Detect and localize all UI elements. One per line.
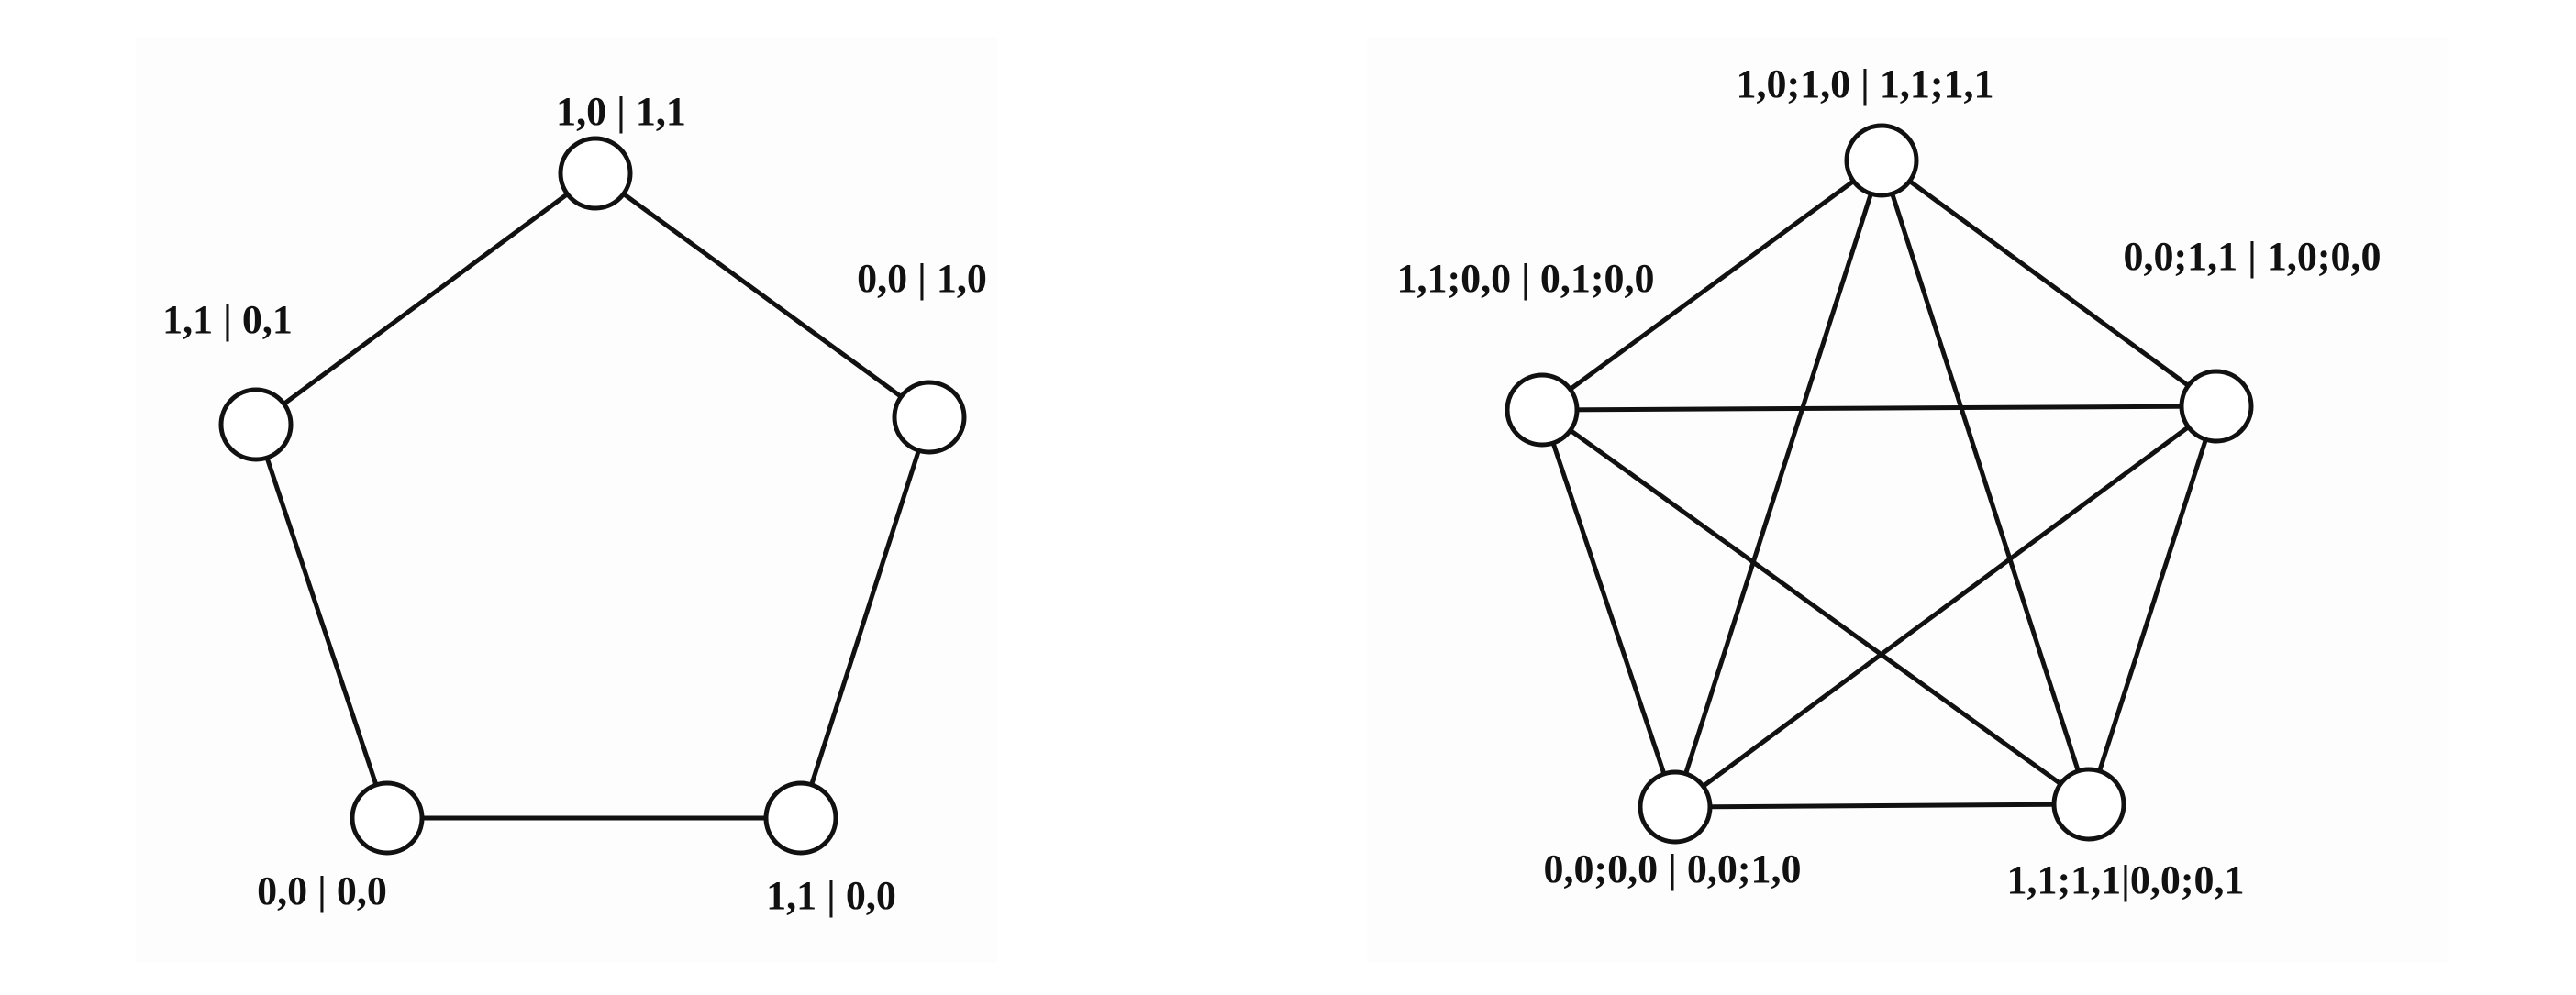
complete-edge-left-to-bottom-right [1539, 407, 2092, 807]
complete-label-bottom-right: 1,1;1,1|0,0;0,1 [2007, 857, 2245, 902]
complete-edge-left-to-right [1539, 404, 2219, 413]
cycle-edge-top-to-right [593, 171, 932, 420]
complete-graph-nodes [1505, 123, 2254, 845]
complete-edge-top-to-bottom-right [1879, 158, 2092, 807]
complete-edge-bottom-right-to-bottom-left [1672, 802, 2092, 810]
complete-node-left [1505, 372, 1580, 448]
cycle-label-top: 1,0 | 1,1 [556, 89, 686, 134]
complete-graph-edges [1539, 158, 2219, 810]
complete-edge-bottom-left-to-left [1539, 407, 1678, 810]
complete-graph-labels: 1,0;1,0 | 1,1;1,1 0,0;1,1 | 1,0;0,0 1,1;… [1397, 61, 2382, 902]
complete-edge-right-to-bottom-right [2086, 404, 2219, 807]
complete-edge-left-to-top [1539, 158, 1884, 413]
right-panel-background [1367, 37, 2449, 963]
complete-node-bottom-left [1638, 769, 1713, 845]
cycle-node-left [218, 387, 294, 462]
cycle-node-right [892, 380, 967, 455]
cycle-label-right: 0,0 | 1,0 [857, 256, 987, 301]
complete-node-top [1844, 123, 1919, 198]
cycle-edge-right-to-bottom-right [798, 415, 932, 821]
complete-node-bottom-right [2051, 767, 2126, 842]
complete-edge-top-to-bottom-left [1672, 158, 1884, 810]
complete-label-top: 1,0;1,0 | 1,1;1,1 [1737, 61, 1994, 106]
cycle-graph-edges [253, 171, 932, 821]
cycle-edge-left-to-top [253, 171, 598, 427]
cycle-graph: 1,0 | 1,1 0,0 | 1,0 1,1 | 0,0 0,0 | 0,0 … [162, 89, 987, 918]
cycle-label-bottom-left: 0,0 | 0,0 [257, 868, 387, 913]
cycle-graph-labels: 1,0 | 1,1 0,0 | 1,0 1,1 | 0,0 0,0 | 0,0 … [162, 89, 987, 918]
cycle-label-bottom-right: 1,1 | 0,0 [766, 873, 896, 918]
complete-edge-top-to-right [1879, 158, 2219, 409]
complete-label-left: 1,1;0,0 | 0,1;0,0 [1397, 256, 1655, 301]
cycle-node-bottom-left [350, 780, 425, 856]
complete-edge-right-to-bottom-left [1672, 404, 2219, 810]
complete-label-right: 0,0;1,1 | 1,0;0,0 [2124, 234, 2382, 279]
cycle-label-left: 1,1 | 0,1 [162, 297, 293, 342]
complete-graph: 1,0;1,0 | 1,1;1,1 0,0;1,1 | 1,0;0,0 1,1;… [1397, 61, 2382, 902]
cycle-graph-nodes [218, 136, 967, 856]
complete-node-right [2179, 369, 2254, 444]
cycle-node-bottom-right [763, 780, 838, 856]
cycle-edge-bottom-left-to-left [253, 422, 390, 821]
complete-label-bottom-left: 0,0;0,0 | 0,0;1,0 [1544, 846, 1802, 891]
cycle-node-top [558, 136, 633, 211]
